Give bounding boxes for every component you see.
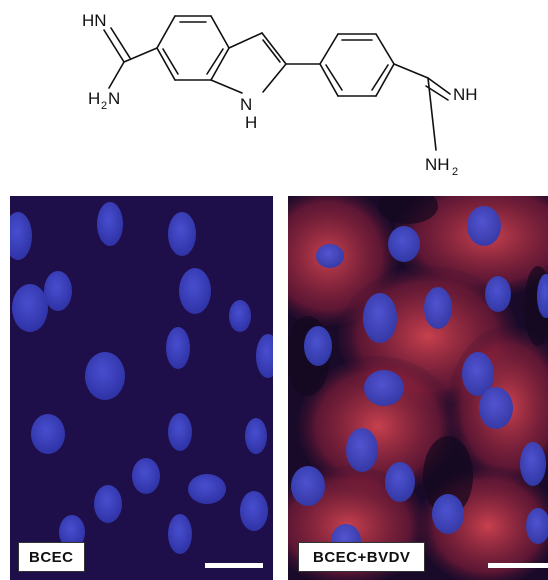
nucleus	[364, 370, 404, 406]
nucleus	[168, 514, 192, 554]
nucleus	[424, 287, 452, 329]
nucleus	[432, 494, 464, 534]
ring-nitrogen-label: N	[240, 95, 252, 114]
nucleus	[462, 352, 494, 396]
nucleus	[256, 334, 273, 378]
nucleus	[188, 474, 226, 504]
nucleus	[31, 414, 65, 454]
nucleus	[316, 244, 344, 268]
nucleus	[520, 442, 546, 486]
right-amine-subscript: 2	[452, 166, 458, 178]
nucleus	[304, 326, 332, 366]
nucleus	[94, 485, 122, 523]
nucleus	[168, 413, 192, 451]
left-amine-subscript: 2	[101, 100, 107, 112]
micrograph-bcec-bvdv-image	[288, 196, 548, 580]
nucleus	[240, 491, 268, 531]
nucleus	[44, 271, 72, 311]
nucleus	[291, 466, 325, 506]
nucleus	[179, 268, 211, 314]
nucleus	[12, 284, 48, 332]
dark-gap	[378, 196, 438, 224]
panel-label-bcec: BCEC	[18, 542, 85, 572]
nucleus	[388, 226, 420, 262]
nucleus	[59, 515, 85, 549]
cytoplasm-stain	[298, 356, 458, 496]
nucleus	[132, 458, 160, 494]
nucleus	[10, 212, 32, 260]
nucleus	[229, 300, 251, 332]
nucleus	[537, 274, 548, 318]
nucleus	[168, 212, 196, 256]
dark-gap	[423, 436, 473, 516]
nucleus	[245, 418, 267, 454]
micrograph-bcec-bvdv: BCEC+BVDV	[288, 196, 548, 580]
left-amine-label: H	[88, 89, 100, 108]
nucleus	[485, 276, 511, 312]
nucleus	[363, 293, 397, 343]
right-amine-label: NH	[425, 155, 450, 174]
right-imine-label: NH	[453, 85, 478, 104]
ring-hydrogen-label: H	[245, 113, 257, 132]
micrograph-background	[10, 196, 273, 580]
nucleus	[479, 387, 513, 429]
nucleus	[526, 508, 548, 544]
nucleus	[166, 327, 190, 369]
micrograph-bcec: BCEC	[10, 196, 273, 580]
nucleus	[467, 206, 501, 246]
nucleus	[346, 428, 378, 472]
scale-bar	[488, 563, 548, 568]
chemical-structure: HN H 2 N N H NH NH 2	[82, 11, 478, 178]
nucleus	[385, 462, 415, 502]
left-imine-label: HN	[82, 11, 107, 30]
nucleus	[85, 352, 125, 400]
micrograph-bcec-image	[10, 196, 273, 580]
scale-bar	[205, 563, 263, 568]
panel-label-bcec-bvdv: BCEC+BVDV	[298, 542, 426, 572]
left-amine-n-label: N	[108, 89, 120, 108]
nucleus	[97, 202, 123, 246]
